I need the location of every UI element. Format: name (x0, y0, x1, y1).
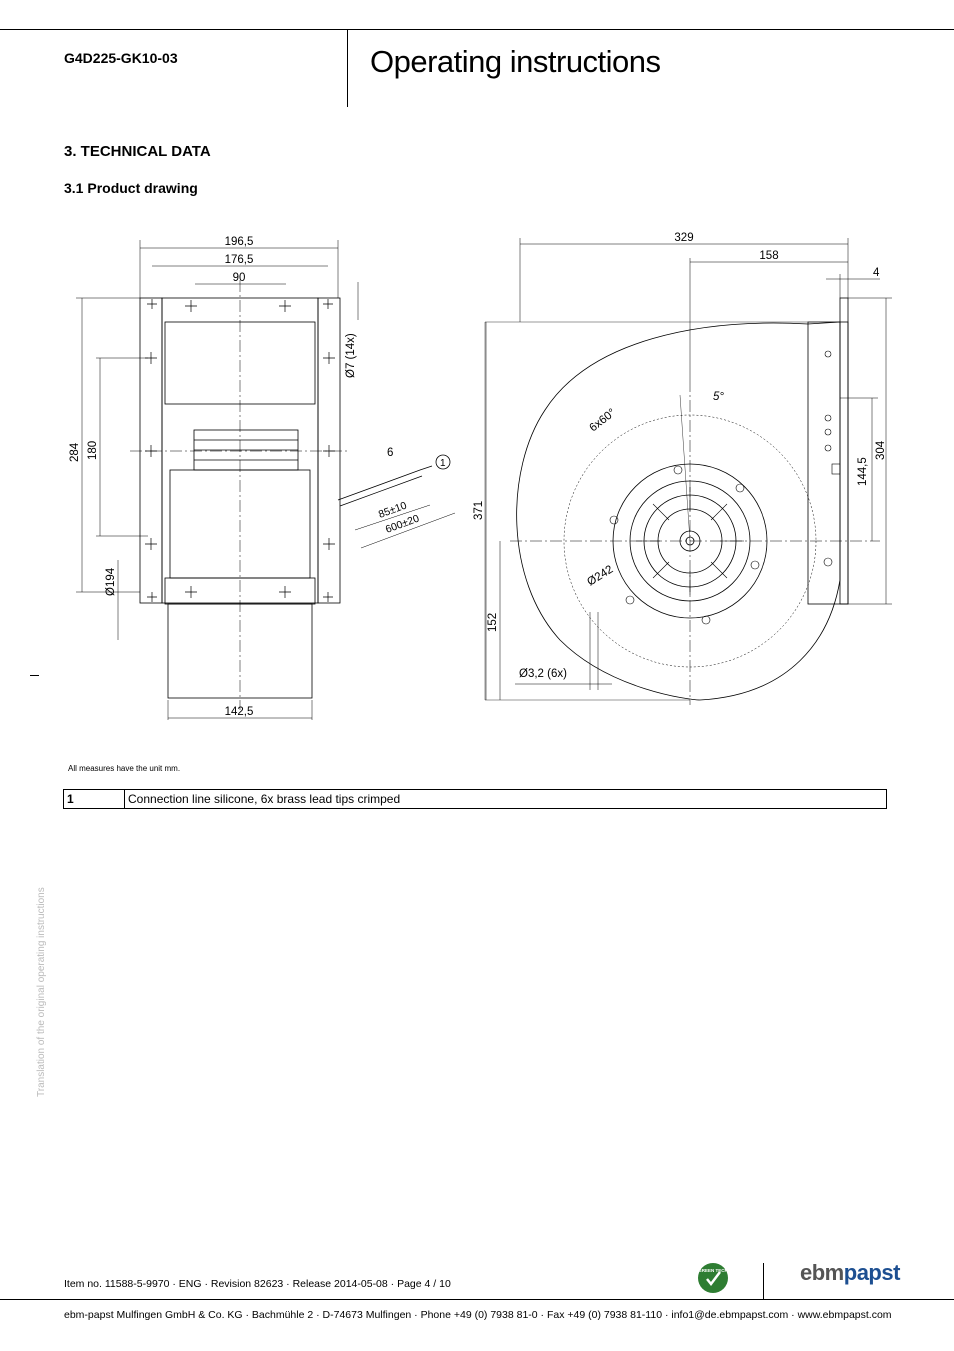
dim-6x60: 6x60° (587, 407, 618, 435)
dim-158: 158 (759, 250, 778, 262)
dim-329: 329 (674, 232, 693, 244)
unit-note: All measures have the unit mm. (68, 764, 181, 773)
dim-144-5: 144,5 (857, 457, 869, 486)
dim-371: 371 (473, 501, 485, 520)
legend-number: 1 (63, 789, 125, 809)
header-divider (347, 29, 348, 107)
dim-5deg: 5° (713, 391, 724, 403)
legend-table: 1 Connection line silicone, 6x brass lea… (63, 789, 887, 809)
green-tech-badge-icon: GREEN TECH (698, 1263, 728, 1293)
margin-tick (30, 675, 39, 676)
header-top-rule (0, 29, 954, 30)
dim-180: 180 (87, 441, 99, 460)
document-code: G4D225-GK10-03 (64, 50, 178, 66)
dim-4: 4 (873, 267, 880, 279)
dim-152: 152 (487, 613, 499, 632)
dim-90: 90 (233, 272, 246, 284)
dim-142-5: 142,5 (225, 706, 254, 718)
dim-196-5: 196,5 (225, 236, 254, 248)
ebmpapst-logo: ebmpapst (800, 1260, 900, 1285)
dim-176-5: 176,5 (225, 254, 254, 266)
dim-3-2: Ø3,2 (6x) (519, 668, 567, 680)
footer-rule (0, 1299, 954, 1300)
dim-284: 284 (69, 442, 81, 462)
dim-6: 6 (387, 447, 393, 459)
document-title: Operating instructions (370, 44, 661, 79)
brand-divider (763, 1263, 764, 1299)
badge-label: GREEN TECH (698, 1268, 728, 1273)
legend-text: Connection line silicone, 6x brass lead … (124, 789, 887, 809)
volute-outline (516, 321, 841, 701)
product-drawing: 196,5 176,5 90 Ø7 (14x) 284 180 6 1 85±1… (69, 232, 892, 720)
dim-304: 304 (875, 440, 887, 460)
dim-7: Ø7 (14x) (345, 333, 357, 378)
callout-1: 1 (440, 458, 446, 469)
table-row: 1 Connection line silicone, 6x brass lea… (63, 789, 887, 809)
mount-holes-left (145, 299, 335, 602)
side-note: Translation of the original operating in… (36, 887, 47, 1097)
subsection-title: 3.1 Product drawing (64, 180, 198, 196)
section-title: 3. TECHNICAL DATA (64, 143, 211, 160)
item-info: Item no. 11588-5-9970 · ENG · Revision 8… (64, 1278, 451, 1290)
dim-194: Ø194 (105, 567, 117, 596)
company-info: ebm-papst Mulfingen GmbH & Co. KG · Bach… (64, 1309, 892, 1321)
dim-242: Ø242 (585, 563, 615, 588)
